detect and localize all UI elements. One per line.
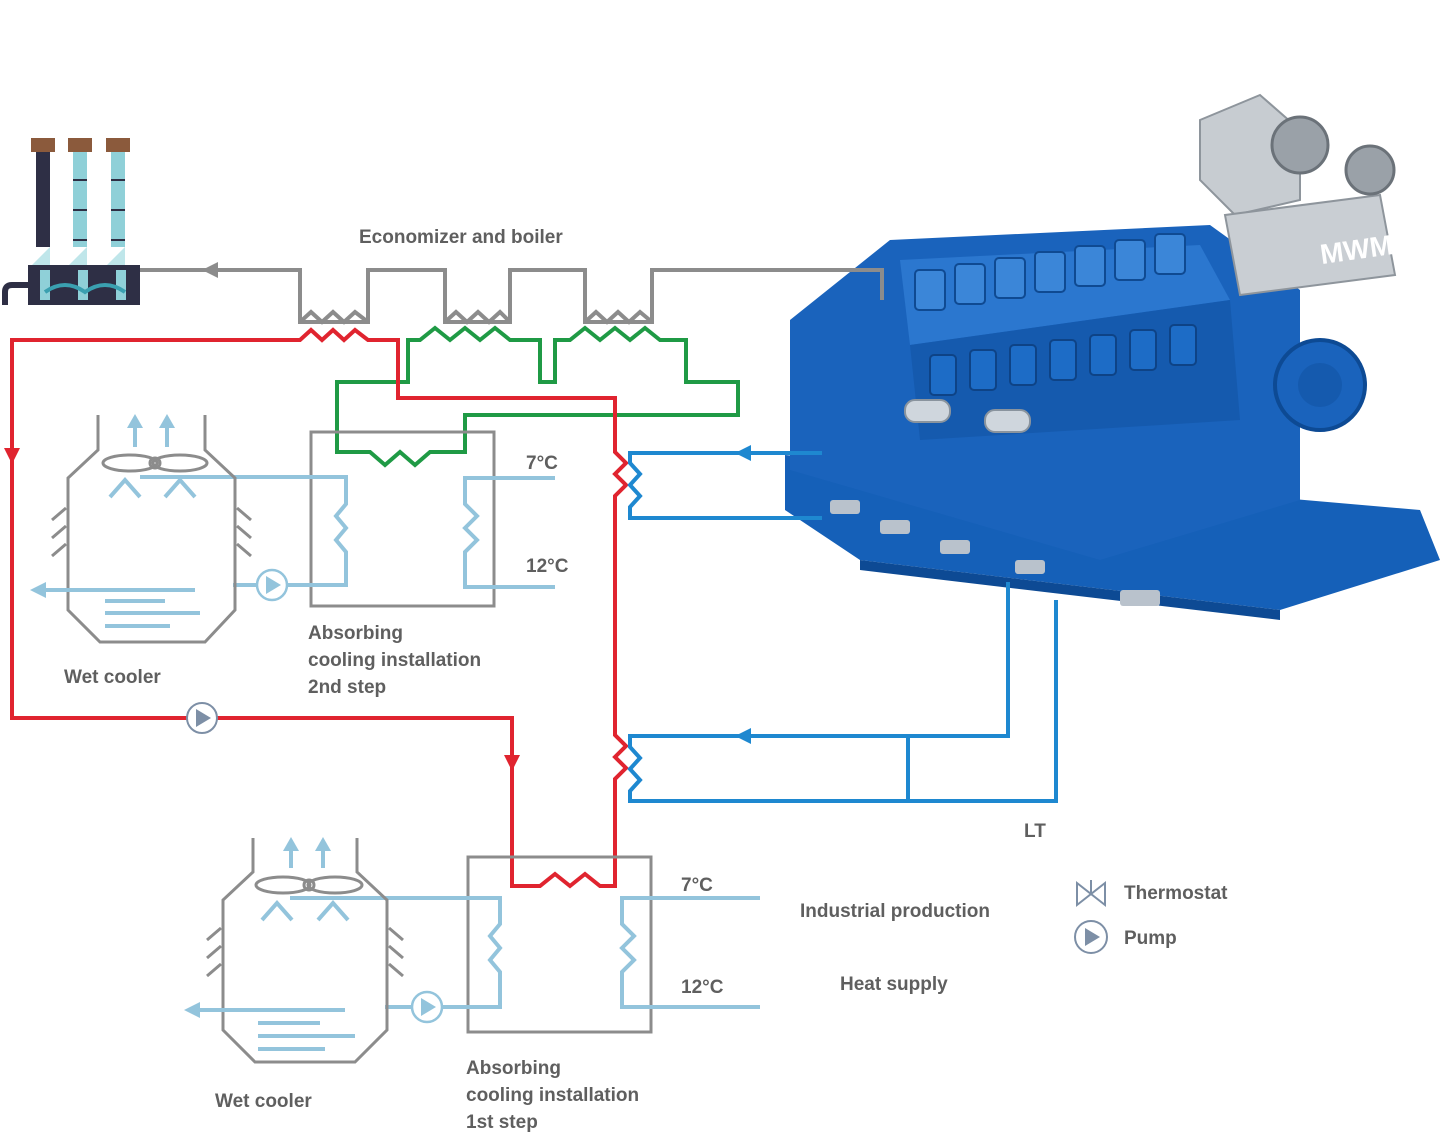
lt-label: LT xyxy=(1024,821,1046,842)
absorbing-unit-1st-step xyxy=(466,855,653,1034)
absorbing-1st-line-2: cooling installation xyxy=(466,1085,640,1106)
absorbing-2nd-line-3: 2nd step xyxy=(308,677,387,698)
heat-supply-label: Heat supply xyxy=(840,974,948,995)
engine-water-flow-arrow xyxy=(735,728,751,744)
wet-cooler-bottom xyxy=(206,838,404,1064)
absorbing-1st-line-3: 1st step xyxy=(466,1112,538,1133)
legend-pump-label: Pump xyxy=(1124,928,1177,949)
wet-cooler-top xyxy=(51,415,252,644)
chimney-icon xyxy=(2,138,140,305)
outflow-arrow-icon xyxy=(30,582,46,598)
hot-water-flow-arrow xyxy=(4,448,20,464)
exhaust-gas-line xyxy=(140,268,884,325)
hot-water-loop xyxy=(10,327,629,889)
pump-icon xyxy=(255,568,289,602)
wet-cooler-top-water xyxy=(45,425,200,628)
thermostat-icon xyxy=(1076,880,1106,908)
vapor-arrow-icon xyxy=(315,837,331,851)
absorbing-1st-line-1: Absorbing xyxy=(466,1058,561,1079)
engine-water-circuit xyxy=(627,451,1058,803)
absorbing-2nd-line-2: cooling installation xyxy=(308,650,482,671)
absorbing-2nd-line-1: Absorbing xyxy=(308,623,403,644)
outflow-arrow-icon xyxy=(184,1002,200,1018)
legend-thermostat-label: Thermostat xyxy=(1124,883,1228,904)
pump-icon xyxy=(410,990,444,1024)
cooling-water-lines-bottom xyxy=(290,896,760,1009)
cooling-water-lines-top xyxy=(140,475,555,589)
vapor-arrow-icon xyxy=(127,414,143,428)
temp-top-12-label: 12°C xyxy=(526,556,569,577)
economizer-boiler-label: Economizer and boiler xyxy=(359,227,563,248)
industrial-production-label: Industrial production xyxy=(800,901,990,922)
temp-bottom-12-label: 12°C xyxy=(681,977,724,998)
absorbing-1st-step-label: Absorbing cooling installation 1st step xyxy=(466,1055,639,1136)
exhaust-flow-arrow xyxy=(202,262,218,278)
vapor-arrow-icon xyxy=(159,414,175,428)
engine-water-flow-arrow xyxy=(735,445,751,461)
hot-water-flow-arrow xyxy=(504,755,520,771)
pump-legend-icon xyxy=(1074,920,1108,954)
wet-cooler-bottom-water xyxy=(200,848,355,1051)
absorbing-2nd-step-label: Absorbing cooling installation 2nd step xyxy=(308,620,481,701)
vapor-arrow-icon xyxy=(283,837,299,851)
temp-bottom-7-label: 7°C xyxy=(681,875,713,896)
pump-icon xyxy=(186,702,218,734)
temp-top-7-label: 7°C xyxy=(526,453,558,474)
green-heat-circuit xyxy=(335,325,740,468)
wet-cooler-top-label: Wet cooler xyxy=(64,667,161,688)
absorbing-unit-2nd-step xyxy=(309,430,496,608)
wet-cooler-bottom-label: Wet cooler xyxy=(215,1091,312,1112)
gas-engine-image: MWM xyxy=(785,93,1440,620)
